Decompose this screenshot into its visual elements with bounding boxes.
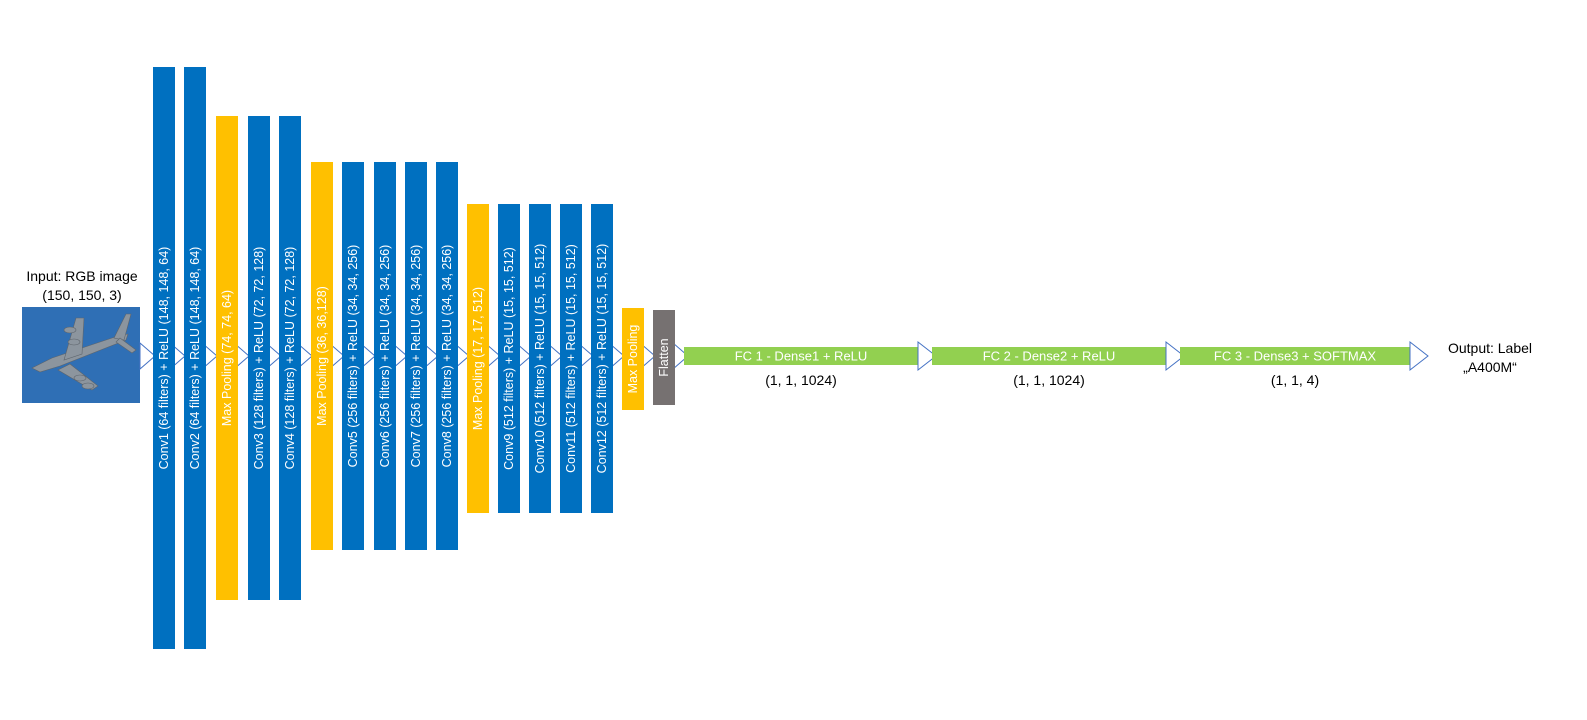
layer-block-flatten: Flatten [653,310,675,405]
layer-label: Conv10 (512 filters) + ReLU (15, 15, 512… [533,244,547,474]
layer-block-pool: Max Pooling (36, 36,128) [311,162,333,550]
layer-label: Max Pooling (17, 17, 512) [471,287,485,430]
layer-label: Max Pooling (74, 74, 64) [220,290,234,426]
layer-block-conv: Conv7 (256 filters) + ReLU (34, 34, 256) [405,162,427,550]
output-title: Output: Label [1447,340,1533,356]
layer-block-conv: Conv8 (256 filters) + ReLU (34, 34, 256) [436,162,458,550]
layer-block-conv: Conv6 (256 filters) + ReLU (34, 34, 256) [374,162,396,550]
layer-block-pool: Max Pooling (74, 74, 64) [216,116,238,600]
layer-label: Conv2 (64 filters) + ReLU (148, 148, 64) [188,247,202,470]
layer-bar [622,308,644,410]
layer-bar [279,116,301,600]
layer-bar [311,162,333,550]
layer-bar [374,162,396,550]
layer-bar [342,162,364,550]
fc-dims-label: (1, 1, 4) [1270,372,1320,388]
layer-bar [529,204,551,513]
fc-dims-label: (1, 1, 1024) [1013,372,1085,388]
layer-label: Conv5 (256 filters) + ReLU (34, 34, 256) [346,245,360,468]
fc-layers-group: FC 1 - Dense1 + ReLU FC 2 - Dense2 + ReLU… [684,340,1429,372]
layer-bar [653,310,675,405]
layer-block-conv: Conv4 (128 filters) + ReLU (72, 72, 128) [279,116,301,600]
layer-label: Conv6 (256 filters) + ReLU (34, 34, 256) [378,245,392,468]
layer-bar [560,204,582,513]
layer-label: Max Pooling (36, 36,128) [315,286,329,426]
fc-layer-block: FC 3 - Dense3 + SOFTMAX [1180,340,1429,372]
fc-label: FC 2 - Dense2 + ReLU [983,349,1116,364]
layer-bar [591,204,613,513]
airplane-shape [31,313,137,391]
layer-block-conv: Conv5 (256 filters) + ReLU (34, 34, 256) [342,162,364,550]
layer-bar [498,204,520,513]
layer-label: Conv4 (128 filters) + ReLU (72, 72, 128) [283,247,297,470]
output-value: „A400M“ [1463,359,1517,375]
layer-block-pool: Max Pooling (17, 17, 512) [467,204,489,513]
fc-label: FC 3 - Dense3 + SOFTMAX [1214,349,1377,364]
layer-label: Conv12 (512 filters) + ReLU (15, 15, 512… [595,244,609,474]
flow-arrow-icon [917,340,937,372]
layer-block-conv: Conv2 (64 filters) + ReLU (148, 148, 64) [184,67,206,649]
flow-arrow-icon [139,341,156,371]
input-dims: (150, 150, 3) [42,287,122,303]
fc-bar [932,347,1166,365]
layer-label: Conv9 (512 filters) + ReLU (15, 15, 512) [502,247,516,470]
flow-arrow-icon [1165,340,1185,372]
layer-bar [248,116,270,600]
layer-bar [405,162,427,550]
fc-bar [684,347,918,365]
layer-label: Conv8 (256 filters) + ReLU (34, 34, 256) [440,245,454,468]
layer-label: Flatten [657,338,671,376]
fc-layer-block: FC 2 - Dense2 + ReLU [932,340,1185,372]
layer-block-pool: Max Pooling [622,308,644,410]
layer-block-conv: Conv11 (512 filters) + ReLU (15, 15, 512… [560,204,582,513]
layer-label: Conv11 (512 filters) + ReLU (15, 15, 512… [564,244,578,473]
layer-label: Conv7 (256 filters) + ReLU (34, 34, 256) [409,245,423,468]
layer-bar [216,116,238,600]
airplane-photo-icon [22,307,140,403]
layer-bar [184,67,206,649]
fc-bar [1180,347,1410,365]
layer-bar [436,162,458,550]
layer-label: Conv1 (64 filters) + ReLU (148, 148, 64) [157,247,171,470]
fc-dims-label: (1, 1, 1024) [765,372,837,388]
layer-bar [467,204,489,513]
layer-block-conv: Conv1 (64 filters) + ReLU (148, 148, 64) [153,67,175,649]
layer-block-conv: Conv9 (512 filters) + ReLU (15, 15, 512) [498,204,520,513]
input-title: Input: RGB image [26,268,138,284]
layers-group: Conv1 (64 filters) + ReLU (148, 148, 64)… [153,67,675,649]
layer-bar [153,67,175,649]
fc-layer-block: FC 1 - Dense1 + ReLU [684,340,937,372]
fc-label: FC 1 - Dense1 + ReLU [735,349,868,364]
layer-block-conv: Conv10 (512 filters) + ReLU (15, 15, 512… [529,204,551,513]
layer-block-conv: Conv3 (128 filters) + ReLU (72, 72, 128) [248,116,270,600]
flow-arrow-icon [1409,340,1429,372]
layer-block-conv: Conv12 (512 filters) + ReLU (15, 15, 512… [591,204,613,513]
layer-label: Conv3 (128 filters) + ReLU (72, 72, 128) [252,247,266,470]
layer-label: Max Pooling [626,325,640,394]
